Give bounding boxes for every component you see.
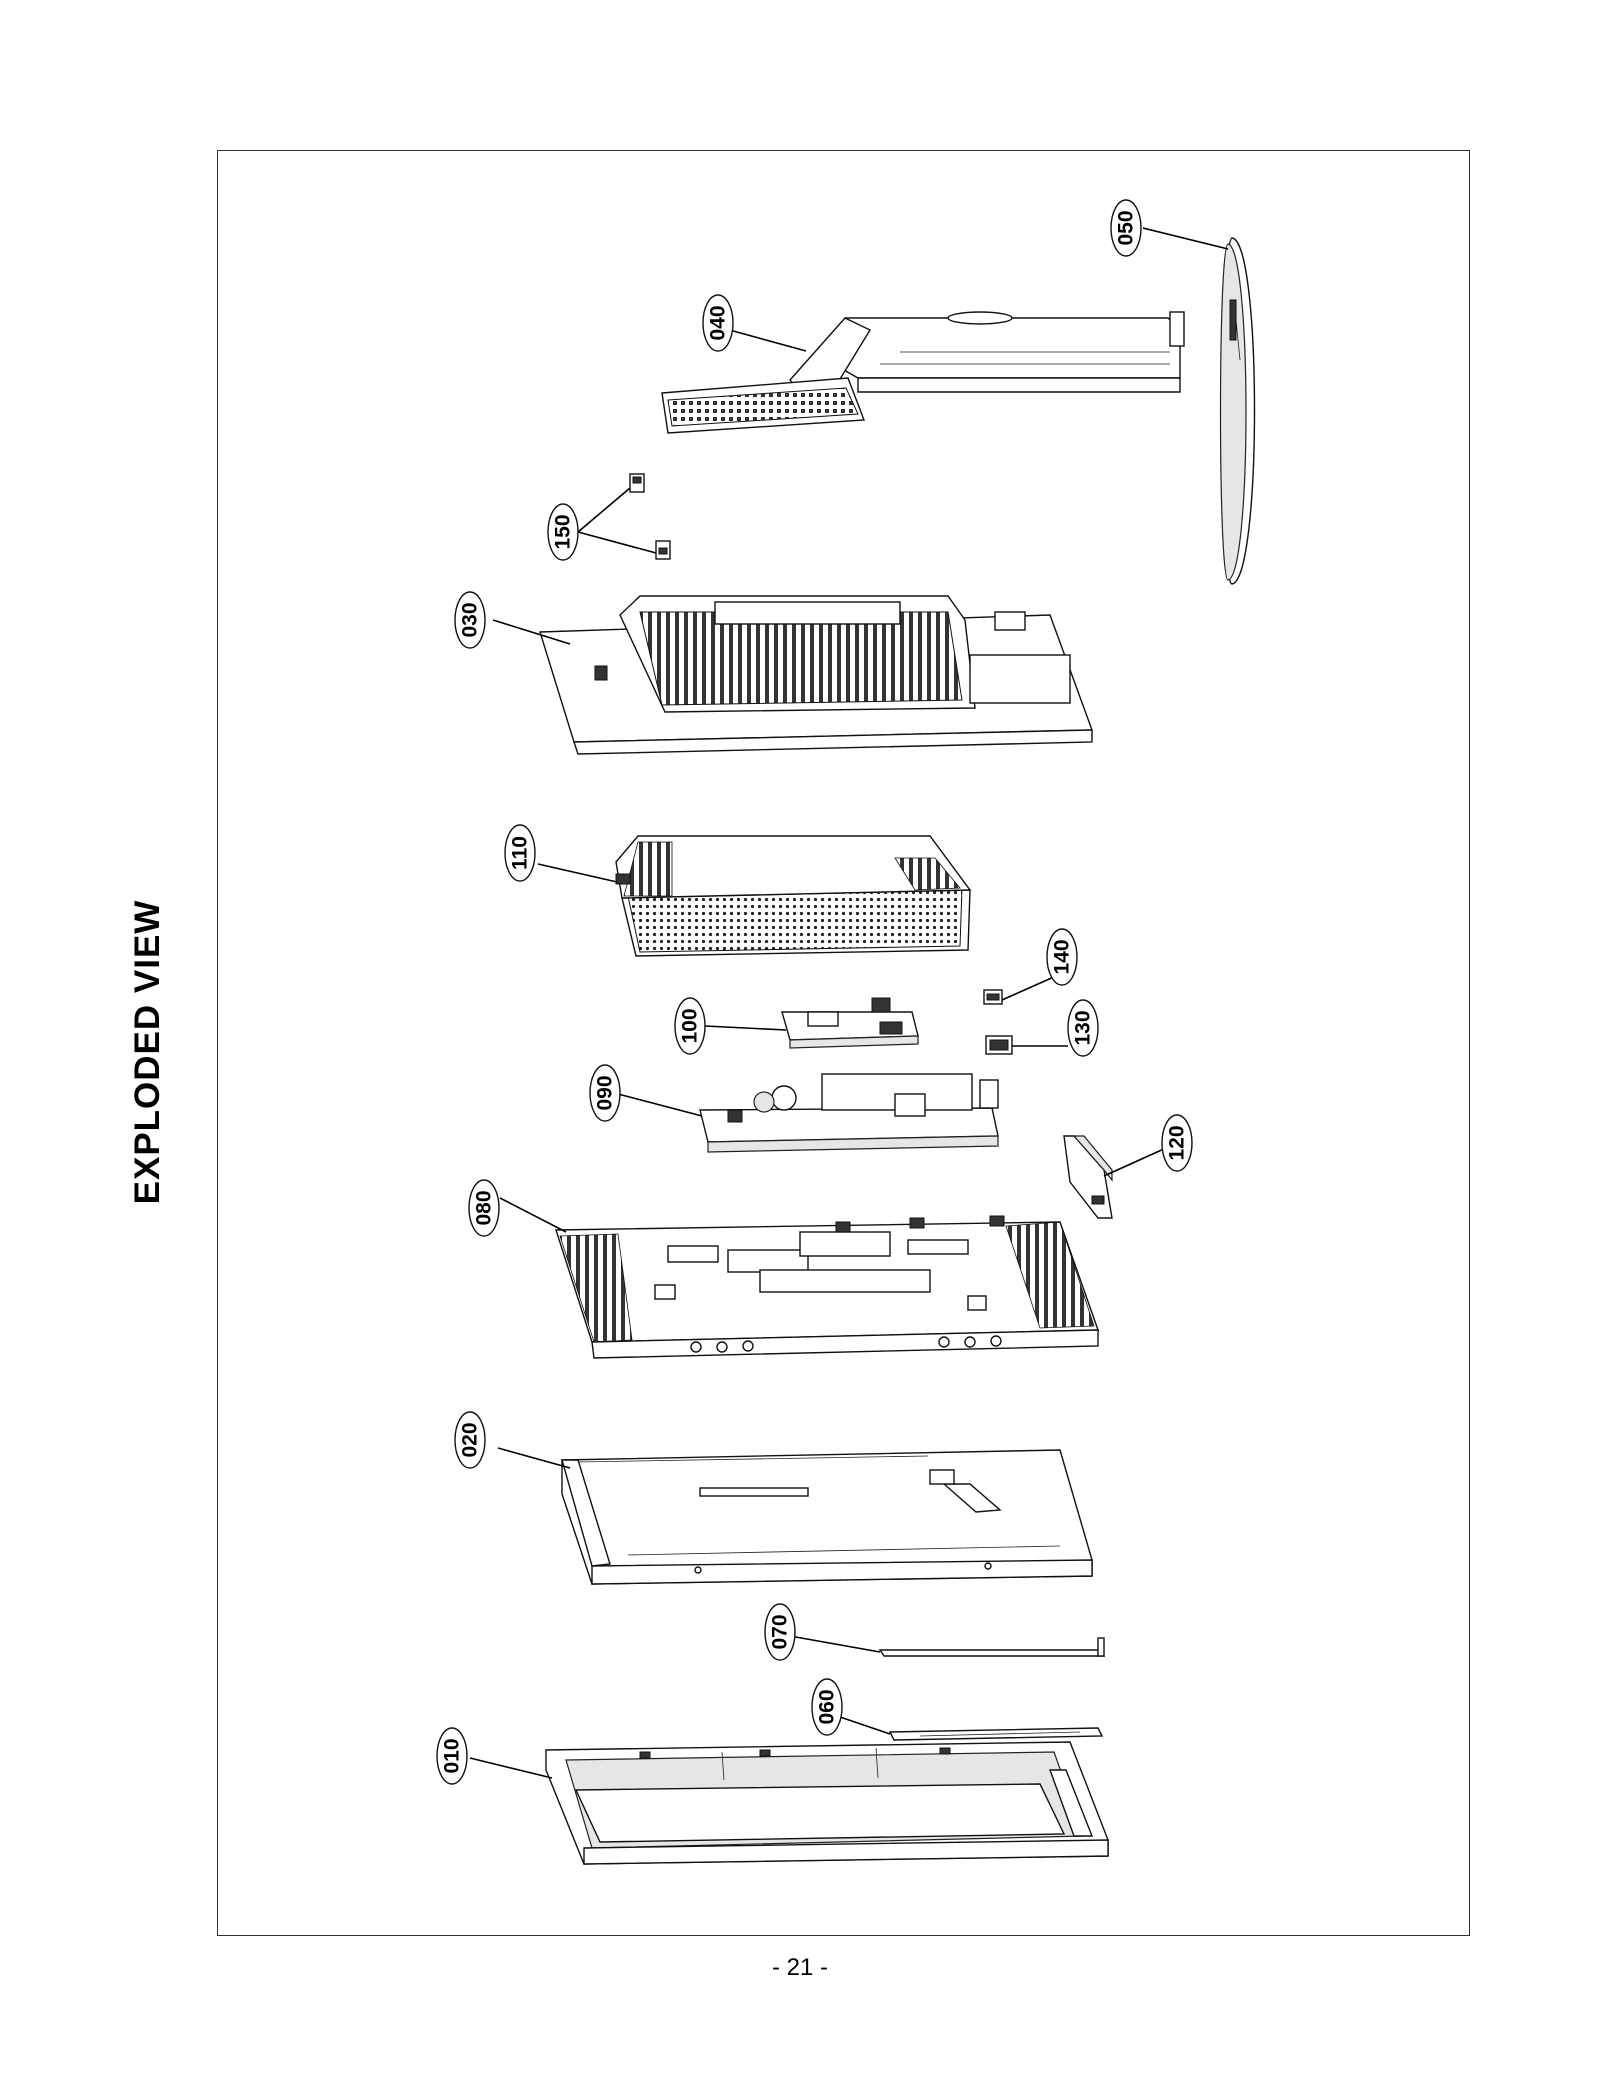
label-070-text: 070 <box>769 1614 792 1649</box>
label-100: 100 <box>674 997 706 1055</box>
label-050: 050 <box>1110 199 1142 257</box>
label-040-text: 040 <box>707 305 730 340</box>
part-100-small-board <box>704 997 919 1049</box>
part-070-strip <box>789 1635 1106 1657</box>
label-150: 150 <box>547 503 579 561</box>
label-020-text: 020 <box>459 1422 482 1457</box>
label-080-text: 080 <box>473 1190 496 1225</box>
part-090-power-board <box>617 1073 999 1153</box>
part-110-shield-case <box>537 835 972 957</box>
part-010-front-bezel <box>469 1741 1109 1865</box>
page-number: - 21 - <box>771 1954 828 1981</box>
label-010: 010 <box>436 1727 468 1785</box>
label-120-text: 120 <box>1166 1125 1189 1160</box>
label-030-text: 030 <box>459 602 482 637</box>
label-060: 060 <box>811 1678 843 1736</box>
label-080: 080 <box>468 1179 500 1237</box>
part-080-chassis <box>499 1197 1099 1359</box>
part-060-strip <box>839 1716 1104 1741</box>
label-030: 030 <box>454 591 486 649</box>
label-110-text: 110 <box>509 836 532 870</box>
drawing-frame <box>217 150 1470 1936</box>
part-140-connector <box>983 975 1057 1005</box>
label-090-text: 090 <box>594 1075 617 1110</box>
label-120: 120 <box>1161 1114 1193 1172</box>
part-040-stand-neck <box>661 311 1185 434</box>
label-130-text: 130 <box>1072 1010 1095 1045</box>
label-050-text: 050 <box>1115 210 1138 245</box>
part-050-stand-base <box>1142 227 1256 585</box>
part-030-back-cover <box>492 595 1093 755</box>
label-070: 070 <box>764 1603 796 1661</box>
label-130: 130 <box>1067 999 1099 1057</box>
label-010-text: 010 <box>441 1738 464 1773</box>
part-020-frame-plate <box>497 1447 1093 1585</box>
label-150-text: 150 <box>552 514 575 549</box>
label-060-text: 060 <box>816 1689 839 1724</box>
label-140-text: 140 <box>1051 939 1074 974</box>
part-120-bracket <box>1063 1135 1167 1219</box>
label-040: 040 <box>702 294 734 352</box>
label-090: 090 <box>589 1064 621 1122</box>
label-110: 110 <box>504 824 536 882</box>
label-100-text: 100 <box>679 1008 702 1043</box>
label-020: 020 <box>454 1411 486 1469</box>
part-130-connector <box>985 1035 1068 1055</box>
part-150-clips <box>577 473 671 560</box>
label-140: 140 <box>1046 928 1078 986</box>
